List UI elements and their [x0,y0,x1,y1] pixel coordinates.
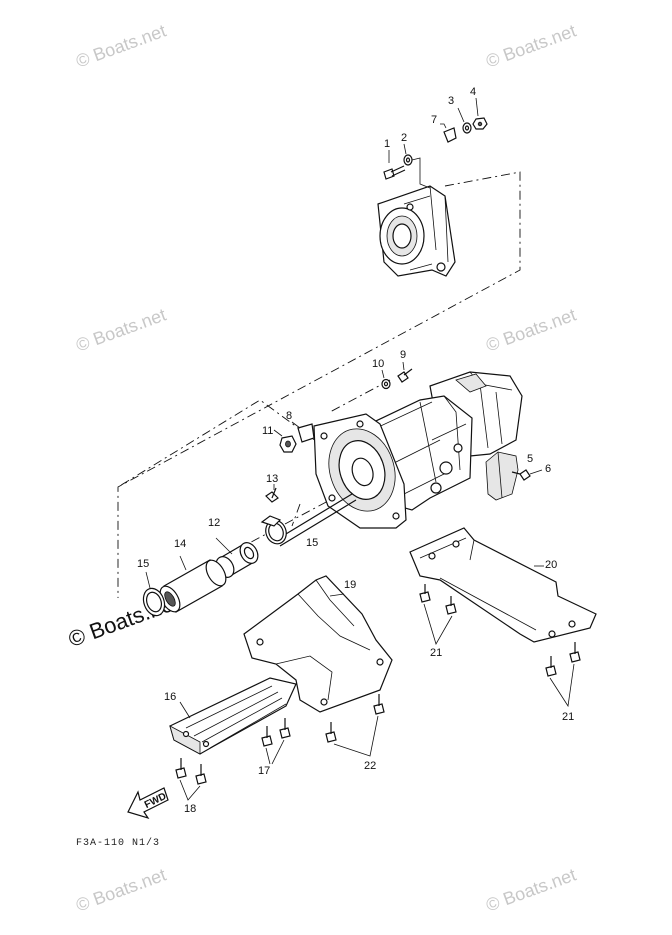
bolt-part-22 [325,694,385,757]
pump-housing-top [377,185,456,277]
part-label: 21 [562,711,574,723]
part-label: 20 [545,559,557,571]
intake-duct-part-19 [243,575,393,713]
bolt-part-21 [419,584,457,646]
part-label: 1 [384,138,390,150]
part-label: 12 [208,517,220,529]
part-label: 9 [400,349,406,361]
bolt-part-9 [397,361,413,383]
coupler-part-12 [215,537,259,578]
plate-part-5 [485,451,519,501]
part-label: 14 [174,538,186,550]
ride-plate-part-20 [409,527,597,643]
clamp-part-7 [440,123,457,143]
part-label: 6 [545,463,551,475]
nut-part-11 [273,429,297,453]
part-label: 5 [527,453,533,465]
part-label: 15 [306,537,318,549]
part-label: 11 [262,425,273,437]
hose-part-14 [159,555,227,613]
part-label: 16 [164,691,176,703]
screw-part-13 [265,484,279,503]
clamp-part-8 [291,421,315,443]
part-label: 17 [258,765,270,777]
part-label: 21 [430,647,442,659]
part-label: 19 [344,579,356,591]
jet-pump-housing [275,371,523,547]
bolt-part-18 [175,758,207,801]
washer-part-2 [403,143,431,189]
part-label: 10 [372,358,384,370]
screw-part-6 [511,469,543,481]
assembly-line [291,503,301,527]
hose-clamp-part-15 [142,571,166,617]
part-label: 2 [401,132,407,144]
part-label: 8 [286,410,292,422]
washer-part-10 [381,369,391,390]
assembly-line [329,379,391,413]
bolt-part-21 [545,642,581,708]
hose-clamp-part-15 [260,515,287,545]
bolt-part-17 [261,718,291,765]
part-label: 3 [448,95,454,107]
diagram-code: F3A-110 N1/3 [76,838,161,849]
bolt-part-1 [383,150,406,180]
part-label: 4 [470,86,476,98]
part-label: 7 [431,114,437,126]
intake-grate-part-16 [169,677,297,755]
nut-part-4 [472,97,488,130]
part-label: 22 [364,760,376,772]
part-label: 15 [137,558,149,570]
assembly-line [117,171,521,598]
part-label: 18 [184,803,196,815]
washer-part-3 [457,107,472,134]
fwd-label: FWD [143,791,168,811]
forward-direction-arrow: FWD [127,787,169,820]
part-label: 13 [266,473,278,485]
